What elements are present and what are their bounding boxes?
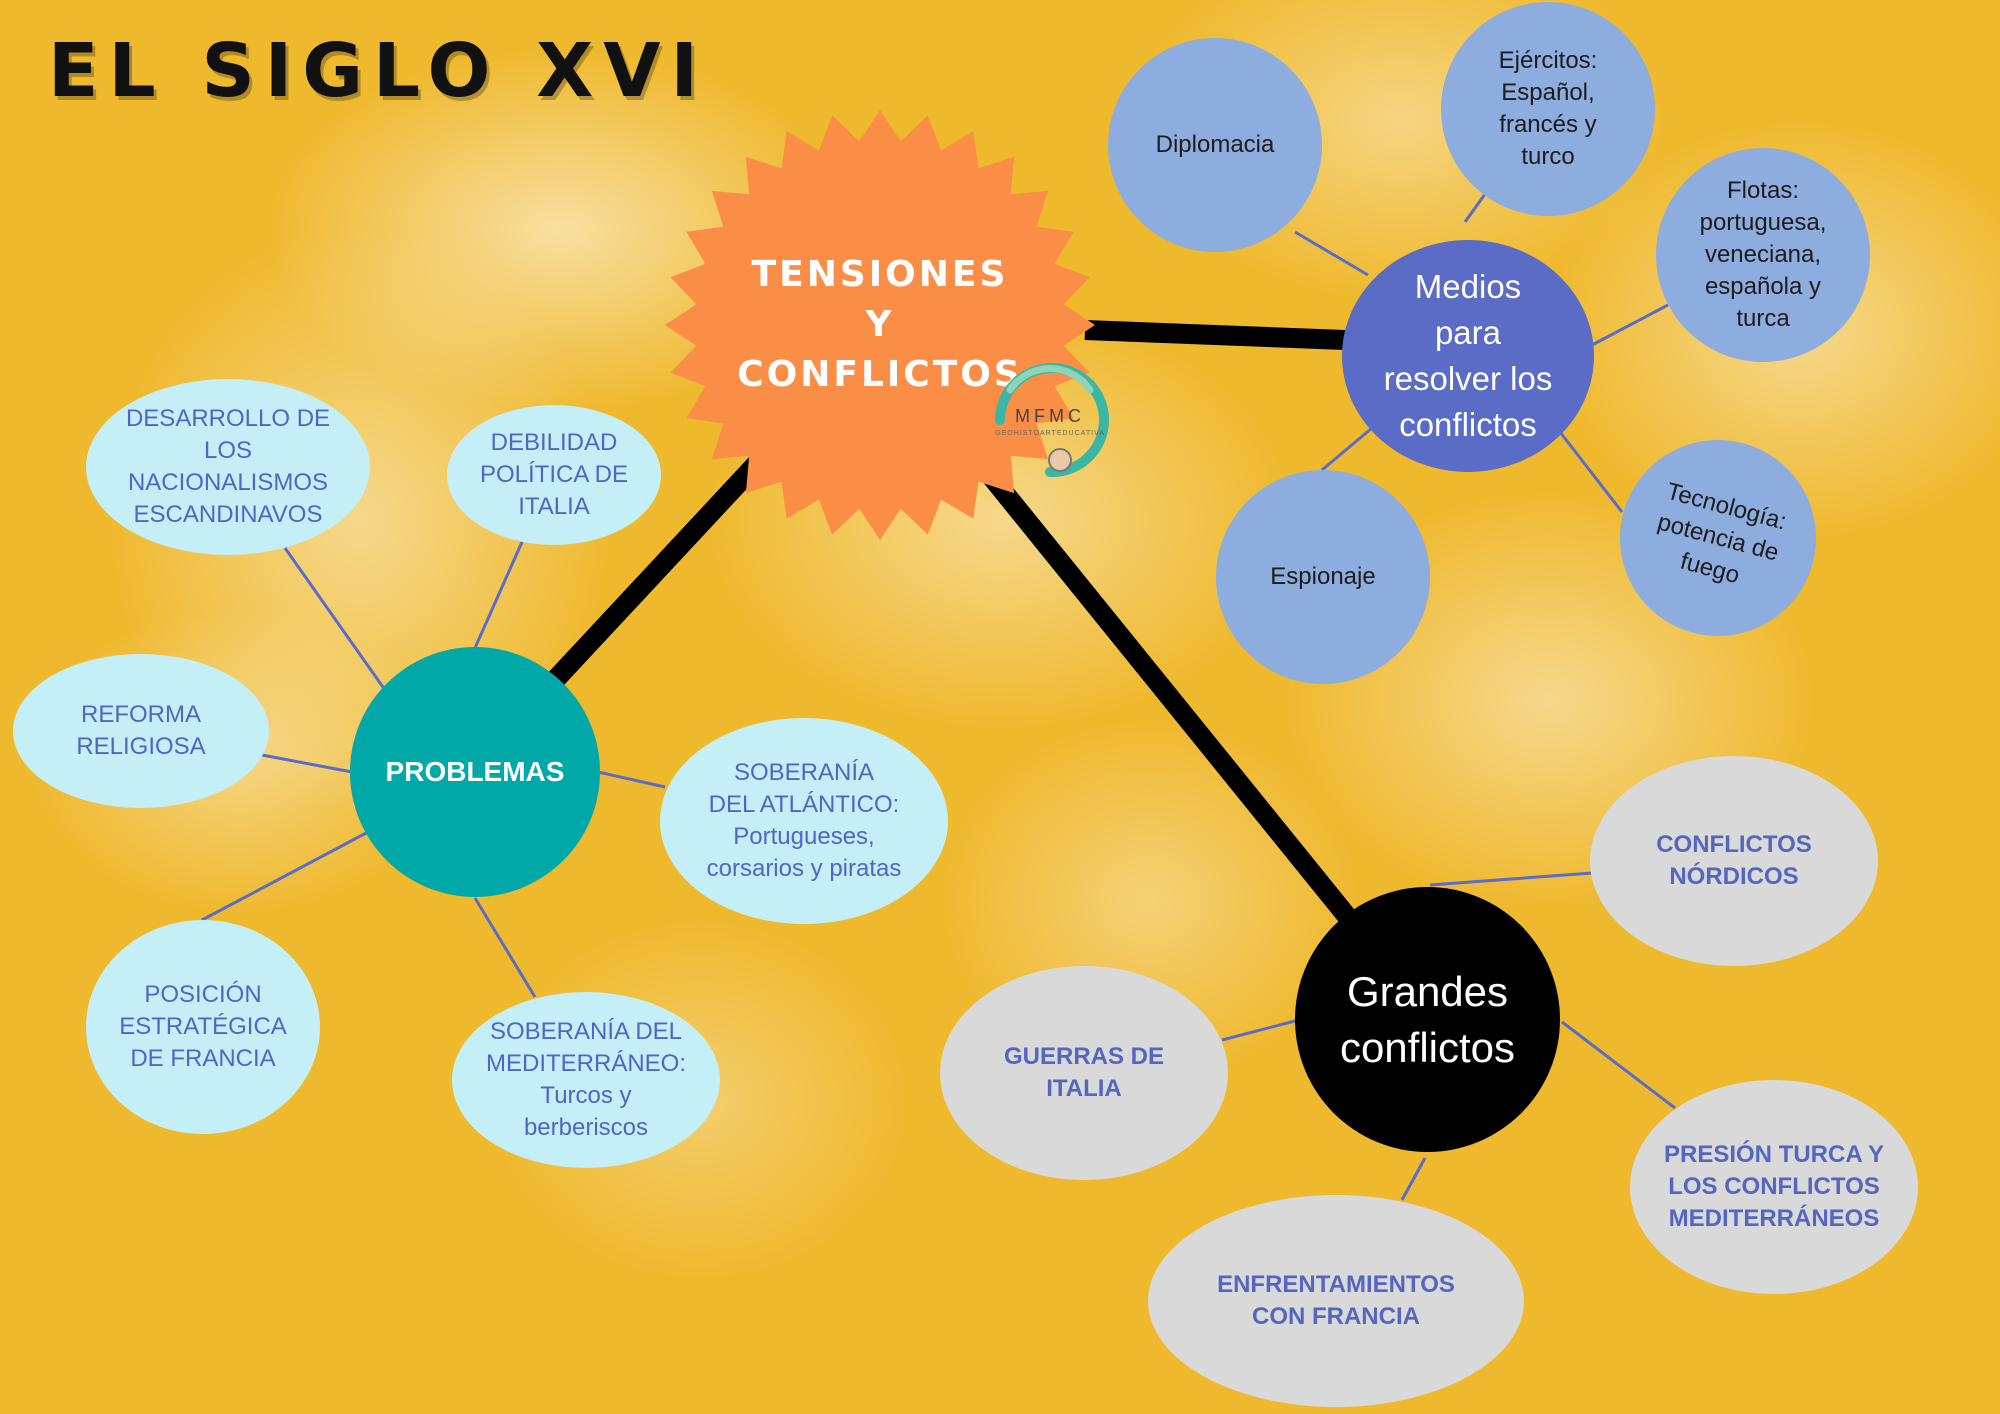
medios-item-flotas: Flotas: portuguesa, veneciana, española … <box>1656 148 1870 362</box>
connector-problemas-francia <box>201 830 369 922</box>
grandes-item-francia: ENFRENTAMIENTOS CON FRANCIA <box>1148 1195 1524 1407</box>
logo-text: MFMC <box>1015 406 1085 426</box>
problemas-label: PROBLEMAS <box>385 756 565 787</box>
grandes-item-turca: PRESIÓN TURCA Y LOS CONFLICTOS MEDITERRÁ… <box>1630 1080 1918 1294</box>
page-title: EL SIGLO XVI <box>48 28 709 114</box>
connector-problemas-italia <box>473 541 524 649</box>
mfmc-logo: MFMC GEOHISTOARTEDUCATIVA <box>980 350 1120 490</box>
connector-problemas-nacionalismos <box>283 547 387 691</box>
connector-problemas-reforma <box>261 753 353 774</box>
connector-problemas-atlantico <box>597 770 666 789</box>
connector-medios-espionaje <box>1321 426 1373 472</box>
logo-subtext: GEOHISTOARTEDUCATIVA <box>995 430 1105 437</box>
medios-item-diplomacia: Diplomacia <box>1108 38 1322 252</box>
problemas-item-italia: DEBILIDAD POLÍTICA DE ITALIA <box>447 405 661 545</box>
problemas-item-nacionalismos: DESARROLLO DE LOS NACIONALISMOS ESCANDIN… <box>86 379 370 555</box>
problemas-item-mediterraneo: SOBERANÍA DEL MEDITERRÁNEO: Turcos y ber… <box>452 992 720 1168</box>
trunk-to-medios <box>1084 320 1346 350</box>
medios-item-tecnologia: Tecnología: potencia de fuego <box>1620 440 1816 636</box>
connector-grandes-turca <box>1561 1020 1676 1110</box>
connector-problemas-mediterraneo <box>473 897 537 998</box>
tensiones-starburst <box>665 110 1095 540</box>
problemas-item-atlantico: SOBERANÍA DEL ATLÁNTICO: Portugueses, co… <box>660 718 948 924</box>
medios-item-ejercitos: Ejércitos: Español, francés y turco <box>1441 2 1655 216</box>
medios-item-espionaje: Espionaje <box>1216 470 1430 684</box>
tensiones-label: TENSIONES Y CONFLICTOS <box>737 254 1023 395</box>
problemas-node: PROBLEMAS <box>350 647 600 897</box>
grandes-item-italia: GUERRAS DE ITALIA <box>940 966 1228 1180</box>
connector-medios-tecnologia <box>1558 431 1624 513</box>
grandes-label: Grandes conflictos <box>1339 967 1516 1071</box>
trunk-to-problemas <box>547 453 768 687</box>
connector-medios-diplomacia <box>1294 230 1369 277</box>
grandes-item-nordicos: CONFLICTOS NÓRDICOS <box>1590 756 1878 966</box>
problemas-item-francia: POSICIÓN ESTRATÉGICA DE FRANCIA <box>86 920 320 1134</box>
grandes-node: Grandes conflictos <box>1295 887 1560 1152</box>
connector-grandes-nordicos <box>1429 871 1593 887</box>
problemas-item-reforma: REFORMA RELIGIOSA <box>13 654 269 808</box>
connector-grandes-italia <box>1221 1019 1296 1042</box>
connector-medios-flotas <box>1591 303 1669 347</box>
medios-label: Medios para resolver los conflictos <box>1383 268 1553 443</box>
logo-swirl-icon <box>995 363 1109 478</box>
medios-node: Medios para resolver los conflictos <box>1342 240 1594 472</box>
connector-grandes-francia <box>1400 1157 1427 1201</box>
trunk-to-grandes <box>982 468 1358 927</box>
